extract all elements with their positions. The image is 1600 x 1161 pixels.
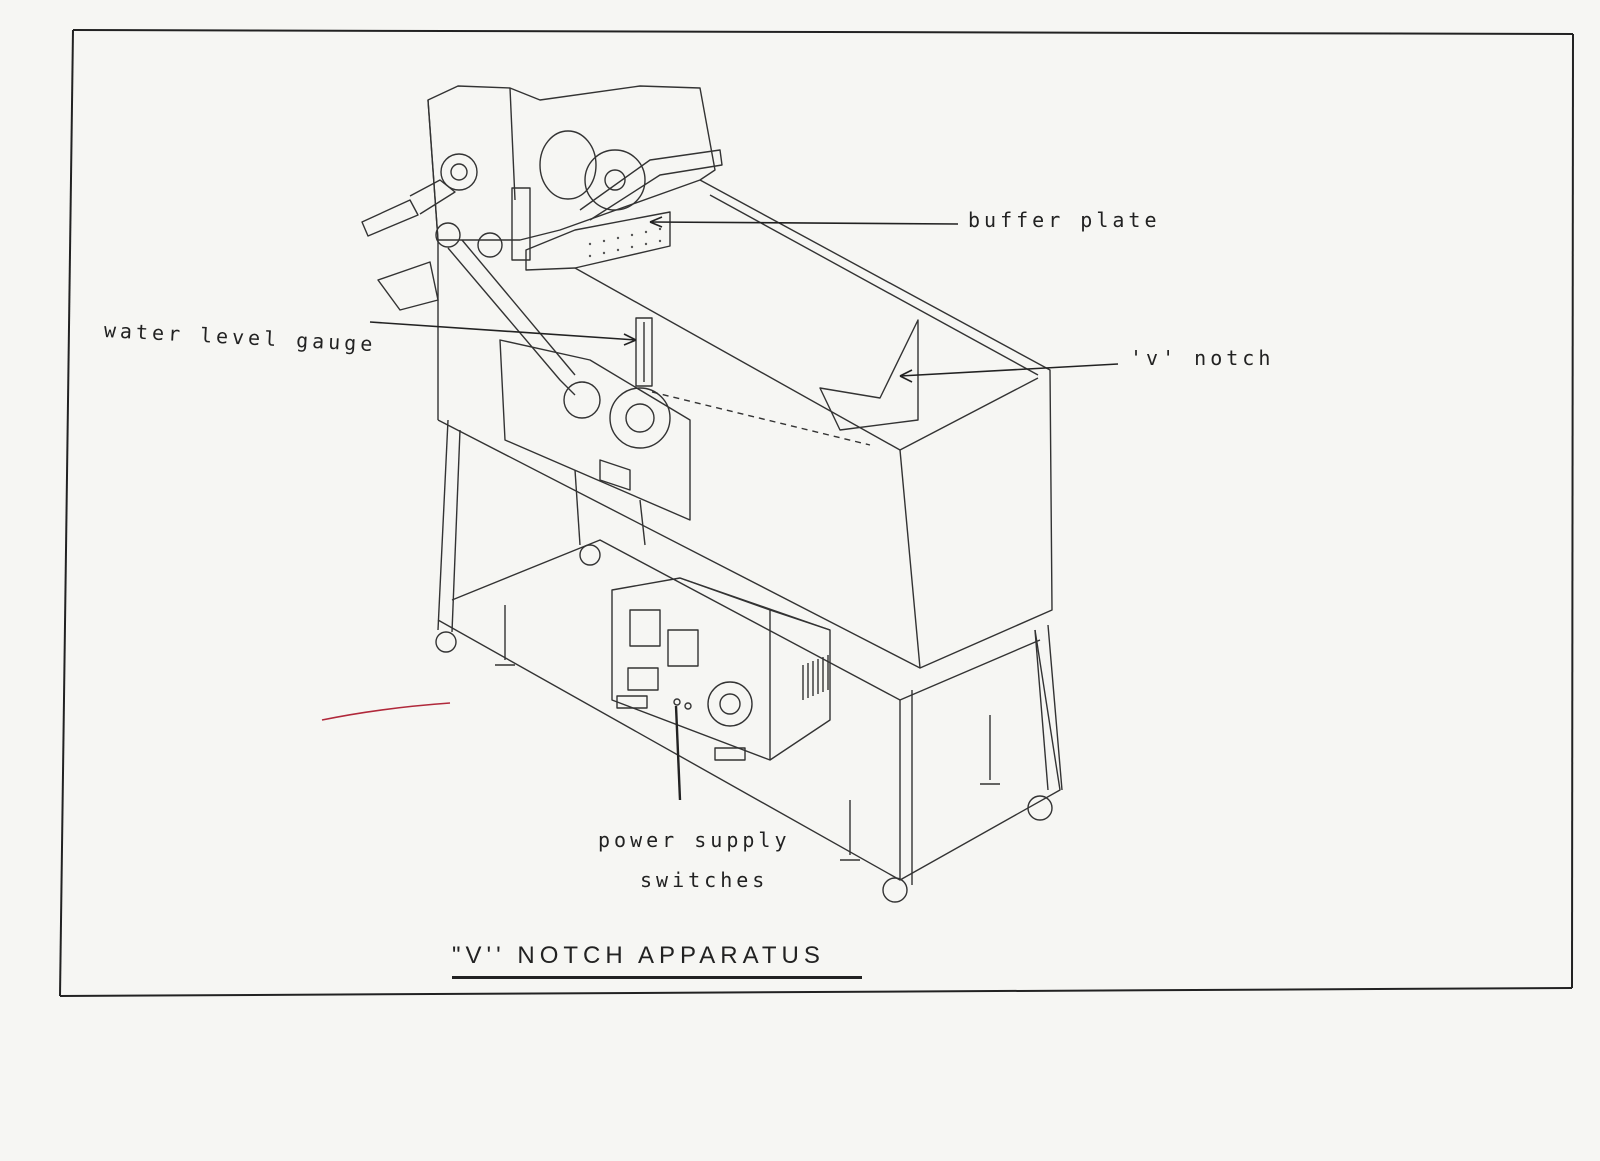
water-level-leader — [369, 321, 637, 341]
drawing-title: "V'' NOTCH APPARATUS — [452, 942, 825, 969]
power-supply-label-line1: power supply — [598, 828, 791, 852]
title-underline — [452, 976, 862, 979]
buffer-plate-leader — [649, 221, 959, 225]
drawing-border — [59, 29, 1574, 997]
buffer-plate-arrowhead — [649, 216, 663, 228]
power-supply-leader — [674, 705, 682, 801]
buffer-plate-label: buffer plate — [968, 208, 1161, 232]
water-level-arrowhead — [623, 333, 637, 346]
v-notch-label: 'v' notch — [1130, 346, 1275, 370]
v-notch-apparatus — [361, 85, 1063, 903]
power-supply-label-line2: switches — [640, 868, 769, 892]
buffer-plate-dots — [588, 227, 662, 258]
v-notch-leader — [899, 363, 1119, 377]
leader-lines — [369, 216, 1119, 801]
v-notch-arrowhead — [899, 369, 913, 383]
red-pen-mark — [321, 702, 451, 721]
vent-slots — [802, 655, 829, 700]
